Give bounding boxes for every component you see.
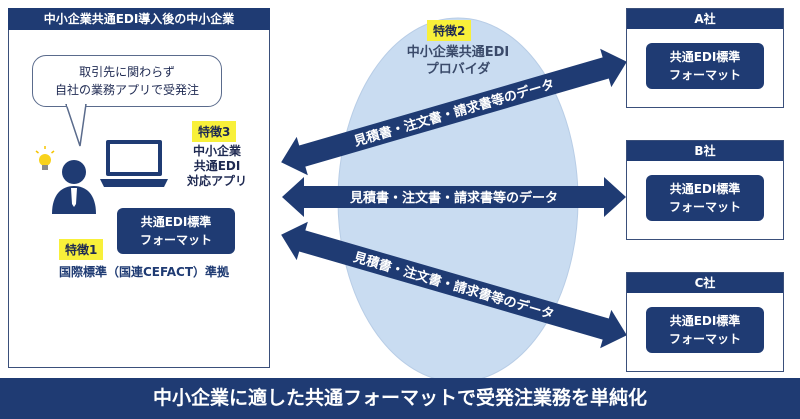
sme-format-box: 共通EDI標準 フォーマット: [117, 208, 235, 254]
app-line1: 中小企業: [192, 144, 241, 158]
sme-format-line1: 共通EDI標準: [140, 215, 212, 229]
company-a-title: A社: [627, 9, 783, 29]
arrow-top-label: 見積書・注文書・請求書等のデータ: [351, 76, 556, 150]
company-c-format-line2: フォーマット: [668, 332, 741, 346]
company-b-format-box: 共通EDI標準 フォーマット: [646, 175, 764, 221]
lightbulb-icon: [35, 146, 55, 170]
speech-bubble: 取引先に関わらず 自社の業務アプリで受発注: [32, 55, 222, 107]
company-c-format-box: 共通EDI標準 フォーマット: [646, 307, 764, 353]
person-icon: [52, 160, 96, 214]
company-b-format-line2: フォーマット: [668, 200, 741, 214]
company-box-a: A社 共通EDI標準 フォーマット: [626, 8, 784, 108]
app-line2: 共通EDI: [193, 159, 241, 173]
company-box-b: B社 共通EDI標準 フォーマット: [626, 140, 784, 240]
company-c-format-line1: 共通EDI標準: [669, 314, 741, 328]
laptop-icon: [100, 140, 168, 187]
bubble-tail: [65, 104, 87, 147]
arrow-middle-label: 見積書・注文書・請求書等のデータ: [349, 190, 558, 206]
bubble-line2: 自社の業務アプリで受発注: [54, 83, 199, 97]
international-standard-label: 国際標準（国連CEFACT）準拠: [58, 265, 230, 279]
company-a-format-line2: フォーマット: [668, 68, 741, 82]
arrow-bottom: 見積書・注文書・請求書等のデータ: [281, 221, 627, 349]
provider-line1: 中小企業共通EDI: [406, 45, 510, 60]
app-line3: 対応アプリ: [186, 174, 247, 188]
feature2-tag: 特徴2: [427, 20, 472, 41]
sme-format-line2: フォーマット: [139, 233, 212, 247]
provider-line2: プロバイダ: [425, 62, 491, 77]
arrow-bottom-label: 見積書・注文書・請求書等のデータ: [351, 249, 556, 323]
data-arrows: 見積書・注文書・請求書等のデータ 見積書・注文書・請求書等のデータ 見積書・注文…: [281, 48, 627, 349]
company-box-c: C社 共通EDI標準 フォーマット: [626, 272, 784, 372]
company-b-format-line1: 共通EDI標準: [669, 182, 741, 196]
sme-panel-title: 中小企業共通EDI導入後の中小企業: [8, 8, 270, 30]
feature3-tag: 特徴3: [192, 121, 237, 142]
company-c-title: C社: [627, 273, 783, 293]
compatible-app-label: 中小企業 共通EDI 対応アプリ: [172, 144, 262, 189]
summary-banner: 中小企業に適した共通フォーマットで受発注業務を単純化: [0, 378, 800, 419]
arrow-middle: 見積書・注文書・請求書等のデータ: [282, 177, 626, 217]
arrow-top: 見積書・注文書・請求書等のデータ: [281, 48, 627, 176]
company-a-format-box: 共通EDI標準 フォーマット: [646, 43, 764, 89]
bubble-line1: 取引先に関わらず: [79, 65, 175, 79]
company-b-title: B社: [627, 141, 783, 161]
company-a-format-line1: 共通EDI標準: [669, 50, 741, 64]
provider-label: 中小企業共通EDI プロバイダ: [368, 44, 548, 78]
feature1-tag: 特徴1: [59, 239, 104, 260]
